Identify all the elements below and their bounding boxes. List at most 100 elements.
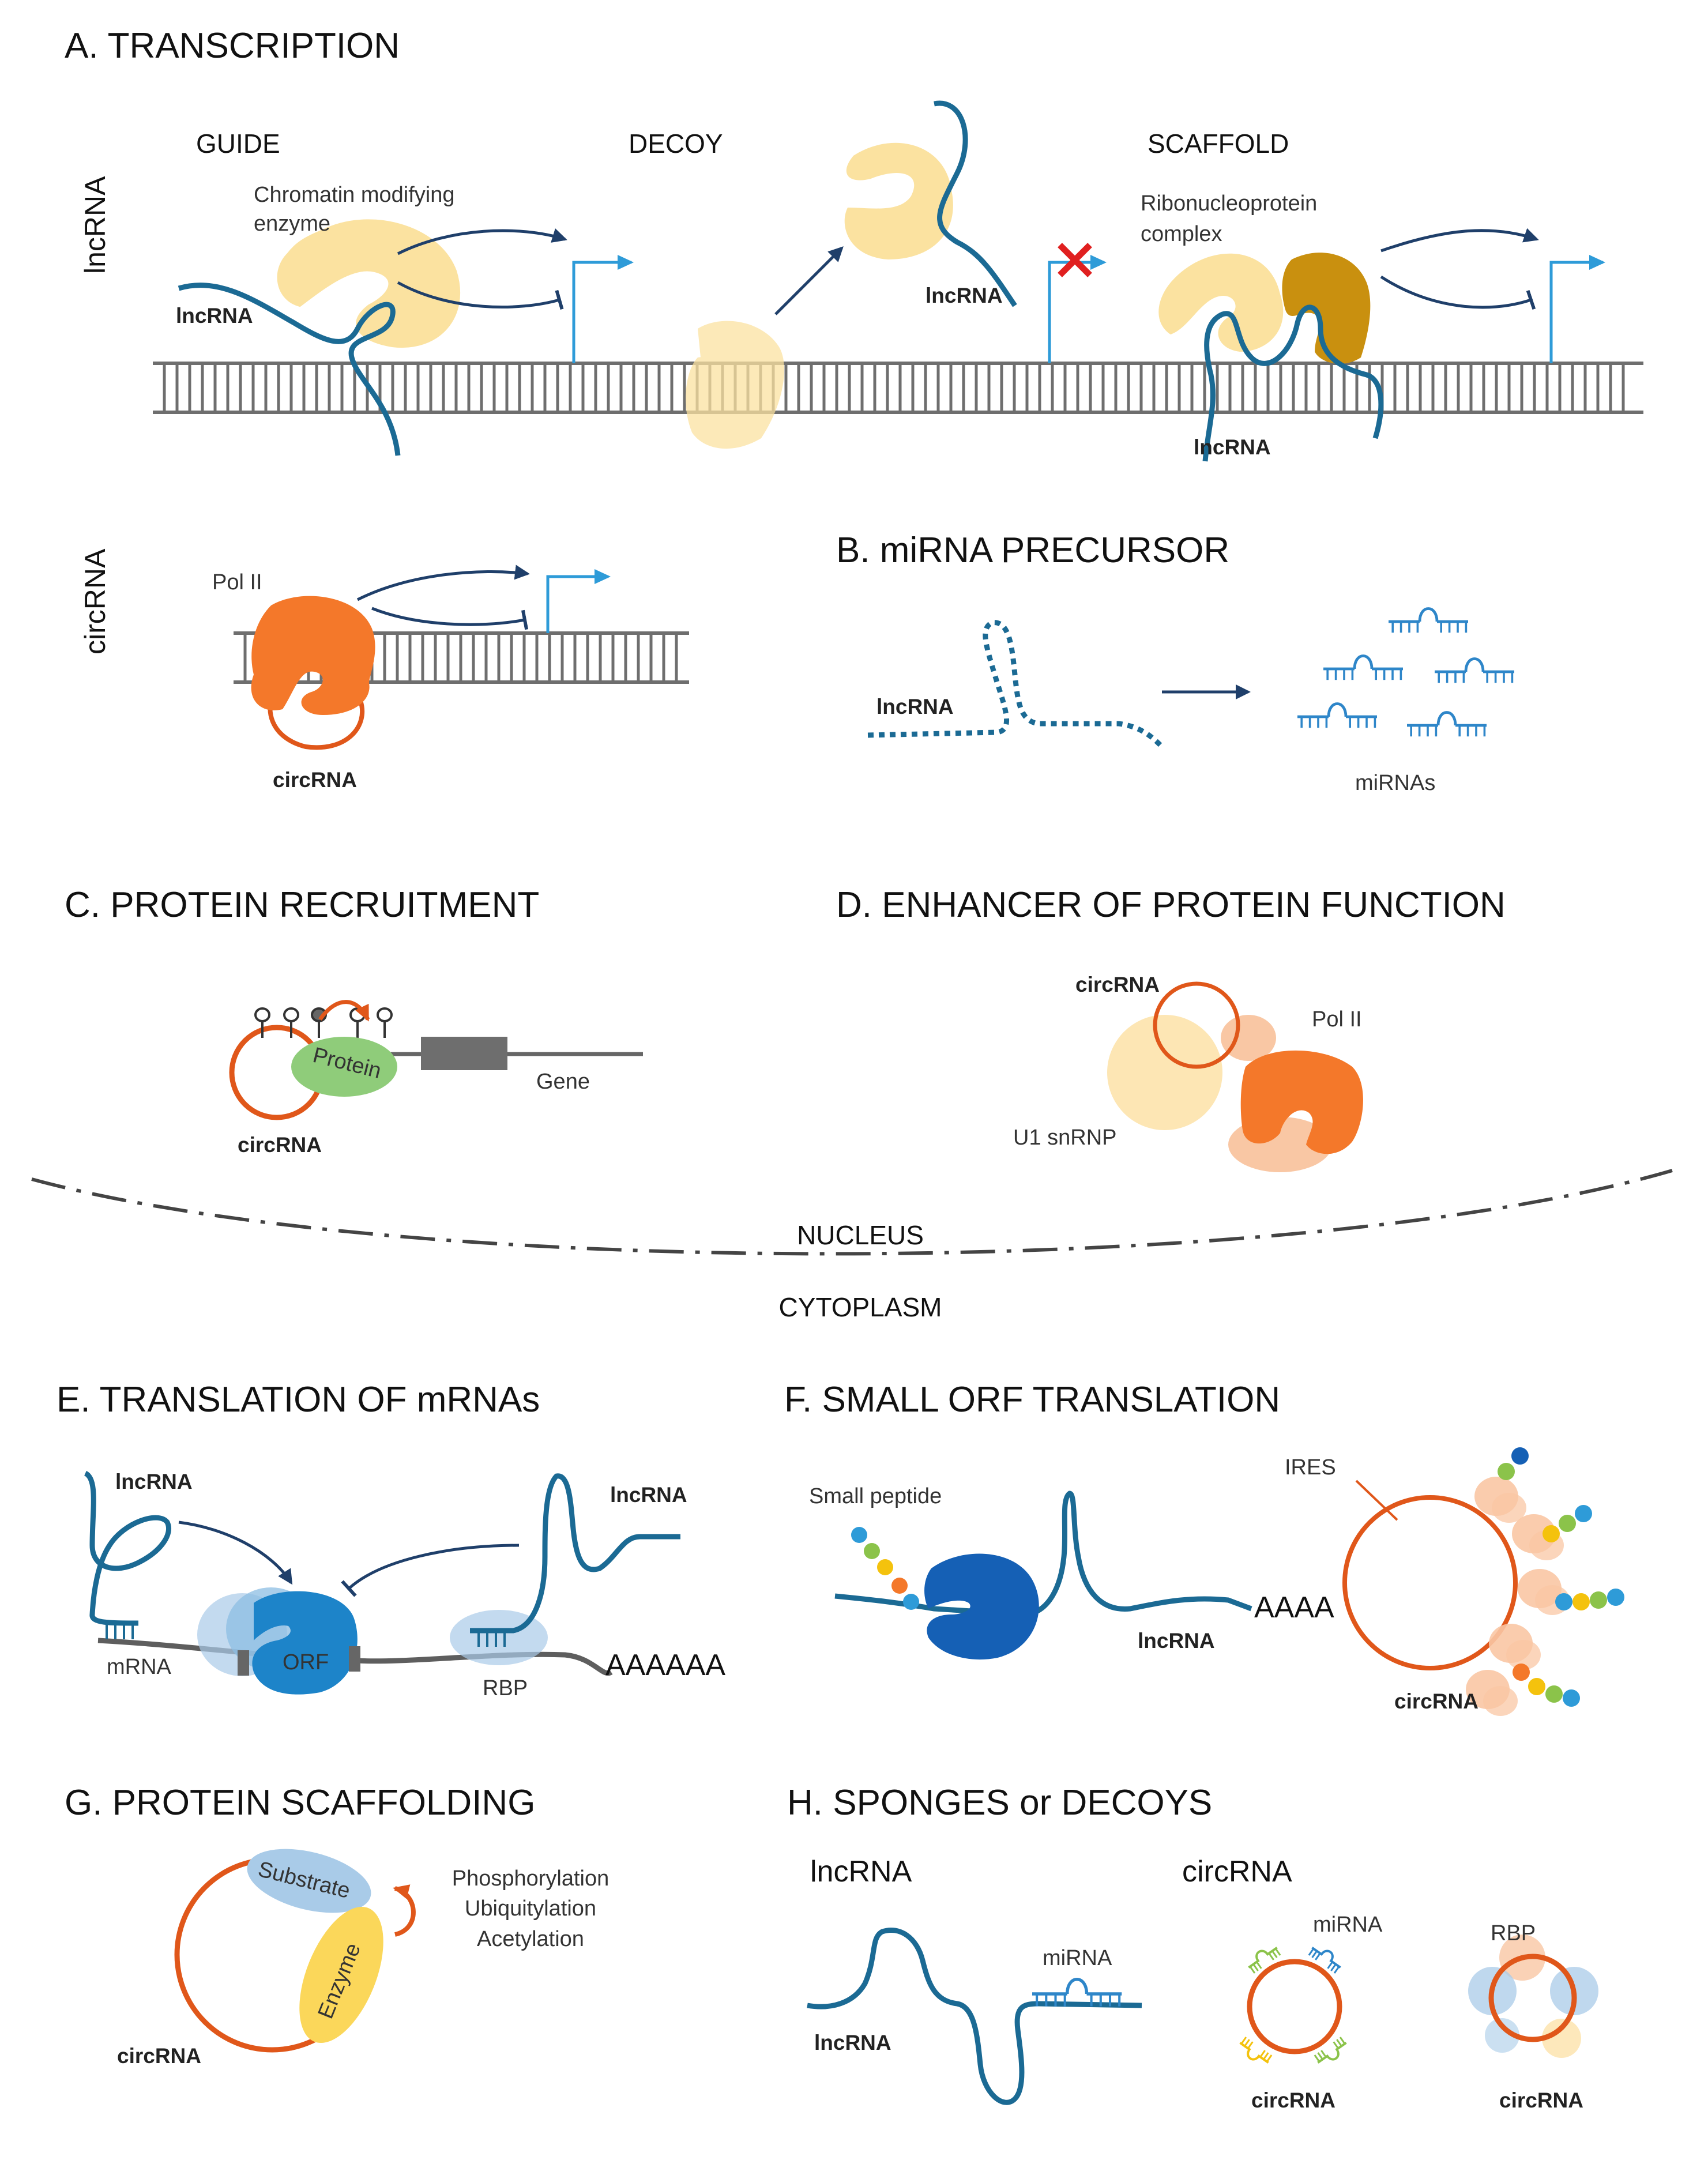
scaffold-heading: SCAFFOLD <box>1148 129 1289 159</box>
ires-pointer <box>1355 1480 1398 1521</box>
rbp-decoy-circrna <box>1468 1935 1598 2058</box>
sponge-circrna-ring-2 <box>1488 1954 1577 2042</box>
sponge-circrna-label-1: circRNA <box>1251 2088 1335 2112</box>
amino-acid-bead <box>864 1543 880 1559</box>
scaffolding-circrna-label: circRNA <box>117 2044 201 2068</box>
right-lncrna-pairing-ticks <box>477 1632 506 1647</box>
amino-acid-bead <box>851 1527 867 1543</box>
u1-snrnp-label: U1 snRNP <box>1013 1126 1117 1150</box>
sponge-circrna-heading: circRNA <box>1182 1855 1292 1888</box>
rbp-halo-5 <box>1485 2018 1519 2053</box>
small-orf-lncrna-label: lncRNA <box>1138 1629 1215 1653</box>
small-peptide-chain <box>851 1527 919 1610</box>
decoy-arrow <box>774 246 844 315</box>
enzyme-label-line-1: Chromatin modifying <box>254 183 454 207</box>
circ-polii-label: Pol II <box>212 570 262 594</box>
ribosome-icon <box>1466 1670 1518 1716</box>
sponge-lncrna-heading: lncRNA <box>810 1855 912 1888</box>
circ-promoter-arrow <box>546 569 611 633</box>
orf-marker-right <box>349 1646 360 1672</box>
nascent-peptide <box>1513 1664 1580 1707</box>
section-h-title: H. SPONGES or DECOYS <box>787 1783 1212 1823</box>
sponge-mirna-label-1: miRNA <box>1043 1946 1112 1970</box>
circrna-bound-mirnas <box>1239 1947 1347 2064</box>
rbp-halo-4 <box>1542 2019 1581 2058</box>
sponge-mirna-label-2: miRNA <box>1313 1913 1383 1937</box>
section-h-sponges: H. SPONGES or DECOYS lncRNA circRNA miRN… <box>787 1783 1598 2112</box>
modification-arrow <box>318 1000 370 1022</box>
ires-circrna-label: circRNA <box>1394 1689 1478 1713</box>
cytoplasm-label: CYTOPLASM <box>779 1292 942 1322</box>
ires-label: IRES <box>1285 1455 1336 1480</box>
scaffold-activation-arrow <box>1380 228 1539 253</box>
section-f-title: F. SMALL ORF TRANSLATION <box>784 1380 1280 1420</box>
side-label-lncrna: lncRNA <box>79 176 111 274</box>
small-orf-lncrna-strand <box>834 1491 1252 1617</box>
scaffold-repression-arrow <box>1380 275 1536 310</box>
blocked-promoter-arrow <box>1048 255 1107 363</box>
nucleus-label: NUCLEUS <box>797 1220 924 1250</box>
enhancer-pol-ii <box>1240 1050 1363 1154</box>
ribosome-icon <box>1474 1477 1526 1523</box>
mirna-duplex-icon <box>1323 654 1404 680</box>
acetylation-label: Acetylation <box>477 1927 584 1951</box>
section-e-title: E. TRANSLATION OF mRNAs <box>57 1380 540 1420</box>
complex-label-line-2: complex <box>1141 222 1222 246</box>
mirna-duplex-icon <box>1297 702 1378 728</box>
sponge-lncrna-strand <box>807 1927 1142 2105</box>
left-lncrna-strand <box>84 1470 172 1626</box>
modification-cycle-arrow <box>393 1884 416 1937</box>
section-a-transcription: A. TRANSCRIPTION lncRNA circRNA GUIDE DE… <box>65 26 1643 792</box>
circrna-peptide-chains <box>1498 1447 1624 1707</box>
sponge-circrna-label-2: circRNA <box>1499 2088 1583 2112</box>
section-g-title: G. PROTEIN SCAFFOLDING <box>65 1783 535 1823</box>
bound-mirna-icon <box>1239 2037 1273 2064</box>
scaffold-protein-dark <box>1282 253 1371 364</box>
mirna-products <box>1297 607 1515 737</box>
decoy-lncrna-label: lncRNA <box>926 284 1003 307</box>
decoy-heading: DECOY <box>629 129 723 159</box>
scaffold-promoter-arrow <box>1549 255 1605 363</box>
sponge-lncrna-label: lncRNA <box>814 2031 891 2054</box>
precursor-lncrna-label: lncRNA <box>876 695 954 718</box>
left-lncrna-activation-arrow <box>178 1521 293 1585</box>
complex-label-line-1: Ribonucleoprotein <box>1141 191 1317 216</box>
recruitment-circrna-label: circRNA <box>238 1133 322 1157</box>
section-b-mirna-precursor: B. miRNA PRECURSOR lncRNA miRNAs <box>836 530 1515 795</box>
mirna-duplex-icon <box>1389 607 1469 633</box>
mrna-label: mRNA <box>107 1655 172 1679</box>
left-lncrna-label: lncRNA <box>115 1470 193 1493</box>
ribosome-icon <box>1489 1624 1541 1670</box>
scaffold-lncrna-label: lncRNA <box>1194 435 1271 459</box>
dna-double-helix <box>153 362 1643 414</box>
left-lncrna-pairing-ticks <box>106 1625 134 1639</box>
bound-mirna-icon <box>1308 1947 1341 1974</box>
histone-mark <box>377 1007 393 1038</box>
section-d-enhancer: D. ENHANCER OF PROTEIN FUNCTION circRNA … <box>836 885 1506 1172</box>
section-d-title: D. ENHANCER OF PROTEIN FUNCTION <box>836 885 1506 925</box>
enzyme-protein <box>299 1906 383 2043</box>
circ-repression-arrow <box>371 607 529 630</box>
enzyme-label-line-2: enzyme <box>254 212 330 236</box>
histone-mark <box>254 1007 270 1038</box>
substrate-protein <box>247 1849 371 1913</box>
ribosome-icon <box>1512 1514 1564 1560</box>
small-orf-ribosome <box>924 1553 1039 1660</box>
translating-ribosome <box>252 1591 358 1695</box>
section-b-title: B. miRNA PRECURSOR <box>836 530 1229 570</box>
sponge-circrna-ring-1 <box>1247 1959 1342 2054</box>
pol-ii-enzyme <box>251 596 375 715</box>
section-c-title: C. PROTEIN RECRUITMENT <box>65 885 539 925</box>
right-lncrna-label: lncRNA <box>610 1483 687 1507</box>
orf-marker-left <box>238 1650 249 1676</box>
nuclear-envelope: NUCLEUS CYTOPLASM <box>31 1169 1673 1322</box>
ires-circrna-ring <box>1342 1495 1518 1670</box>
pol-ii-halo-1 <box>1221 1015 1276 1061</box>
activation-arrow <box>397 228 567 255</box>
gene-box <box>421 1037 507 1070</box>
section-g-protein-scaffolding: G. PROTEIN SCAFFOLDING Substrate Enzyme … <box>65 1783 609 2068</box>
right-lncrna-strand <box>470 1473 680 1634</box>
recruited-protein <box>291 1037 397 1097</box>
right-lncrna-repression-arrow <box>341 1544 520 1597</box>
